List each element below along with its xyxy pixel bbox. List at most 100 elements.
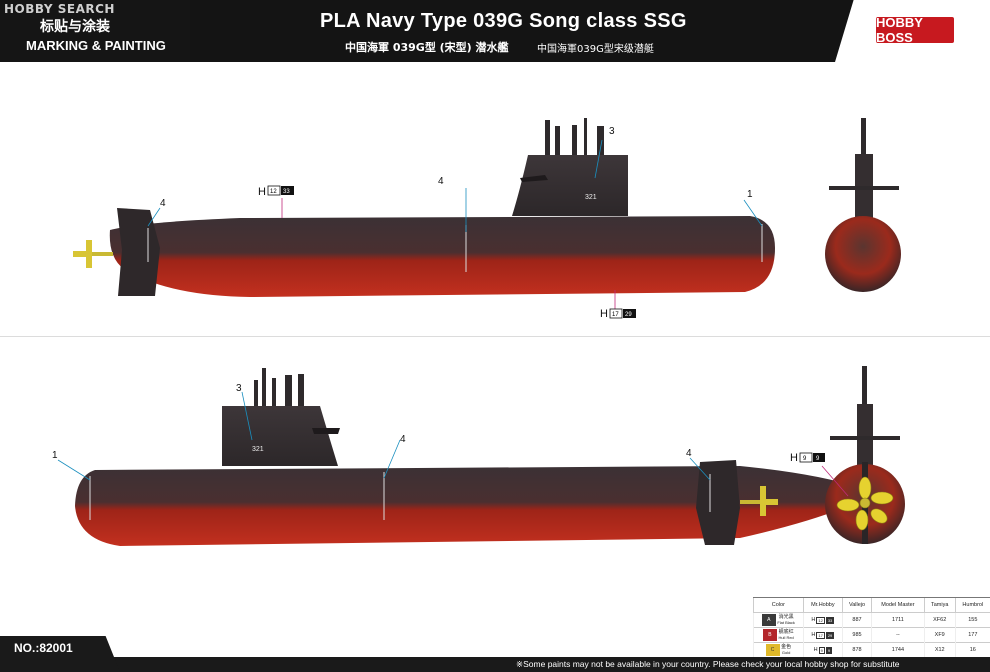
callout-line <box>594 139 603 179</box>
mast <box>545 120 550 155</box>
submarine-bow-view <box>825 118 901 292</box>
col-header-tamiya: Tamiya <box>923 598 956 613</box>
humbrol-cell: 16 <box>954 642 990 657</box>
submarine-stern-view <box>821 366 905 544</box>
hull <box>75 466 866 546</box>
sail-plane <box>312 428 340 434</box>
brand-logo: HOBBY BOSS <box>876 15 954 45</box>
color-name-cell: C 金色 Gold <box>753 642 804 657</box>
page-title-cn-traditional: 中国海軍 039G型 (宋型) 潜水艦 <box>345 41 509 54</box>
callout-4: 4 <box>400 434 406 445</box>
section-label-en: MARKING & PAINTING <box>26 38 166 53</box>
mast <box>254 380 258 406</box>
propeller-shaft <box>83 252 113 256</box>
svg-text:29: 29 <box>625 312 632 318</box>
callout-line <box>57 459 91 481</box>
callout-4: 4 <box>160 198 166 209</box>
vallejo-cell: 878 <box>841 642 872 657</box>
svg-text:H: H <box>790 452 798 464</box>
svg-text:9: 9 <box>803 456 807 462</box>
sail-plane <box>520 175 548 182</box>
fold-line <box>0 336 990 337</box>
page-title: PLA Navy Type 039G Song class SSG <box>320 10 687 32</box>
humbrol-cell: 177 <box>954 627 990 643</box>
model-master-cell: 1744 <box>871 642 925 657</box>
tamiya-cell: X12 <box>923 642 956 657</box>
mast <box>555 126 560 155</box>
paint-ref-tag: H 9 9 <box>790 452 825 464</box>
section-label-cn: 标贴与涂装 <box>40 19 110 35</box>
callout-line <box>147 207 161 227</box>
callout-line <box>689 457 711 481</box>
callout-3: 3 <box>236 383 242 394</box>
tamiya-cell: XF62 <box>923 612 956 628</box>
col-header-color: Color <box>753 598 804 613</box>
model-master-cell: 1711 <box>871 612 925 628</box>
watermark: HOBBY SEARCH <box>4 2 115 16</box>
propeller-icon <box>760 486 766 516</box>
draft-marks <box>89 472 711 520</box>
svg-text:H: H <box>258 186 266 198</box>
page-title-cn-simplified: 中国海軍039G型宋级潜艇 <box>537 44 654 55</box>
propeller-hub <box>766 499 778 505</box>
mast <box>597 126 604 155</box>
conning-tower <box>512 155 628 216</box>
mast <box>298 374 304 406</box>
header-section-tab <box>0 0 190 62</box>
submarine-starboard-view <box>73 118 775 310</box>
hull <box>109 216 775 297</box>
tamiya-cell: XF9 <box>923 627 956 643</box>
propeller-icon <box>86 240 92 268</box>
paint-ref-tag: H 17 29 <box>600 308 636 320</box>
model-number: NO.:82001 <box>14 641 73 655</box>
color-name-cell: A 消光黑 Flat Black <box>753 612 804 628</box>
col-header-humbrol: Humbrol <box>954 598 990 613</box>
callout-line <box>241 391 253 441</box>
rudder <box>117 208 160 296</box>
sail-planes <box>830 436 900 440</box>
mast <box>262 368 266 406</box>
propeller-hub <box>73 251 86 257</box>
hull-number: 321 <box>585 194 597 201</box>
svg-text:9: 9 <box>816 456 820 462</box>
mast <box>272 378 276 406</box>
propeller-shaft <box>740 500 770 504</box>
col-header-model-master: Model Master <box>871 598 925 613</box>
rudder <box>696 460 740 545</box>
callout-4: 4 <box>686 448 692 459</box>
hull-cross-section <box>825 216 901 292</box>
callout-1: 1 <box>747 189 753 200</box>
vallejo-cell: 985 <box>841 627 872 643</box>
svg-text:H: H <box>600 308 608 320</box>
mast <box>285 375 292 406</box>
draft-marks <box>147 224 763 272</box>
mast <box>862 366 867 406</box>
footer-note: ※Some paints may not be available in you… <box>516 659 900 669</box>
paint-ref-line <box>821 465 849 497</box>
hull-number: 321 <box>252 446 264 453</box>
conning-tower <box>222 406 338 466</box>
vallejo-cell: 887 <box>841 612 872 628</box>
callout-1: 1 <box>52 450 58 461</box>
callout-3: 3 <box>609 126 615 137</box>
submarine-port-view <box>57 368 866 546</box>
mast <box>572 125 577 155</box>
model-number-tab <box>0 636 120 672</box>
mast <box>584 118 587 155</box>
paint-ref-tag: H 12 33 <box>258 185 294 198</box>
color-swatch: C <box>765 644 780 657</box>
col-header-mrhobby: Mr.Hobby <box>802 598 843 613</box>
footer-bar <box>0 657 990 672</box>
color-swatch: B <box>762 629 777 642</box>
mast <box>861 118 866 154</box>
col-header-vallejo: Vallejo <box>841 598 872 613</box>
color-swatch: A <box>761 614 776 627</box>
humbrol-cell: 155 <box>954 612 990 628</box>
sail-planes <box>829 186 899 190</box>
